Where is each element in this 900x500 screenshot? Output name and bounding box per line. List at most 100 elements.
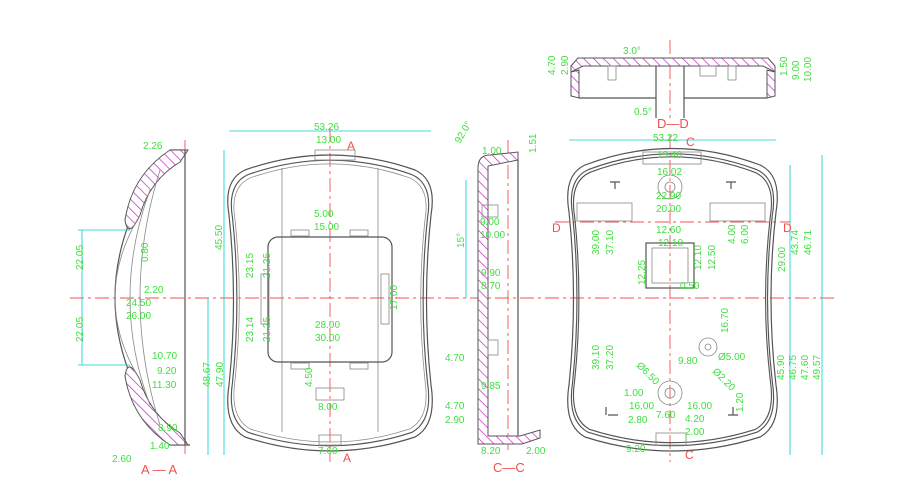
section-marker-d-right: D	[783, 221, 792, 235]
dim-label: 6.00	[740, 224, 751, 244]
dim-label: 9.00	[480, 217, 500, 228]
dim-label: 12.10	[693, 245, 704, 270]
dim-label: 3.0°	[623, 46, 641, 57]
dim-label: 10.00	[803, 57, 814, 82]
dim-label: 49.57	[812, 355, 823, 380]
section-view-c-c: 92.0° 1.00 1.51 15° 9.00 10.00 9.90 8.70…	[445, 120, 546, 475]
dim-label: 28.00	[315, 320, 340, 331]
dim-label: 9.00	[791, 60, 802, 80]
section-marker-c-bottom: C	[685, 448, 694, 462]
dim-label: 21.25	[262, 317, 273, 342]
view-title: D—D	[657, 116, 689, 131]
dim-label: 46.71	[803, 230, 814, 255]
dim-label: 37.20	[605, 345, 616, 370]
dim-label: 7.60	[656, 410, 676, 421]
dim-label: 2.90	[560, 55, 571, 75]
dim-label: 2.90	[445, 415, 465, 426]
section-marker-d-left: D	[552, 221, 561, 235]
dim-label: 13.00	[316, 135, 341, 146]
dim-label: 2.60	[112, 454, 132, 465]
dim-label: 22.90	[656, 191, 681, 202]
view-title: A — A	[141, 462, 177, 477]
dim-label: 39.00	[591, 230, 602, 255]
section-marker-a-bottom: A	[343, 451, 351, 465]
dim-label: 23.14	[245, 317, 256, 342]
dim-label: 12.50	[707, 245, 718, 270]
dim-label: 16.00	[629, 401, 654, 412]
dim-label: 15°	[456, 233, 467, 248]
dim-label: 5.00	[314, 209, 334, 220]
dim-label: 2.20	[144, 285, 164, 296]
view-title: C—C	[493, 460, 525, 475]
dim-label: 4.70	[547, 55, 558, 75]
dim-label: 53.26	[314, 122, 339, 133]
dim-label: 20.00	[656, 204, 681, 215]
dim-label: 1.51	[528, 133, 539, 153]
dim-label: 0.80	[140, 242, 151, 262]
dim-label: 16.00	[687, 401, 712, 412]
dim-label: 1.40	[150, 441, 170, 452]
dim-label: 2.80	[628, 415, 648, 426]
dim-label: 30.00	[315, 333, 340, 344]
dim-label: 8.20	[481, 446, 501, 457]
dim-label: 16.70	[720, 308, 731, 333]
dim-label: Ø2.20	[710, 366, 737, 393]
dim-label: 4.00	[727, 224, 738, 244]
front-view: 53.26 13.00 A 45.50 5.00 15.00 23.15 21.…	[202, 122, 433, 465]
dim-label: 47.60	[800, 355, 811, 380]
dim-label: 26.00	[126, 311, 151, 322]
dim-label: 48.67	[202, 362, 213, 387]
dim-label: 15.00	[314, 222, 339, 233]
dim-label: 10.00	[480, 230, 505, 241]
dim-label: 2.00	[685, 427, 705, 438]
dim-label: 9.20	[157, 366, 177, 377]
dim-label: 9.80	[678, 356, 698, 367]
dim-label: 8.90	[158, 423, 178, 434]
back-view: 53.22 C 13.40 16.02 22.90 20.00 D D 4.00…	[552, 133, 823, 462]
dim-label: 2.00	[526, 446, 546, 457]
section-view-d-d: 3.0° 4.70 2.90 1.50 9.00 10.00 0.5° D—D	[547, 46, 814, 131]
dim-label: 43.74	[790, 230, 801, 255]
dim-label: Ø6.50	[634, 360, 661, 387]
dim-label: 7.60	[318, 446, 338, 457]
dim-label: 12.25	[637, 260, 648, 285]
dim-label: 8.00	[318, 402, 338, 413]
dim-label: 16.02	[657, 167, 682, 178]
dim-label: 92.0°	[453, 120, 474, 146]
dim-label: 4.50	[304, 367, 315, 387]
dim-label: 1.00	[624, 388, 644, 399]
dim-label: 12.10	[658, 238, 683, 249]
dim-label: 53.22	[653, 133, 678, 144]
dim-label: 11.30	[152, 380, 177, 391]
dim-label: 46.75	[788, 355, 799, 380]
dim-label: 10.70	[152, 351, 177, 362]
dim-label: 37.10	[605, 230, 616, 255]
dim-label: Ø5.00	[718, 352, 746, 363]
dim-label: 22.05	[75, 245, 86, 270]
dim-label: 9.20	[626, 444, 646, 455]
section-marker-a-top: A	[347, 139, 355, 153]
dim-label: 12.60	[656, 225, 681, 236]
dim-label: 1.50	[779, 56, 790, 76]
dim-label: 47.90	[215, 362, 226, 387]
dim-label: 0.5°	[634, 107, 652, 118]
dim-label: 0.50	[680, 281, 700, 292]
dim-label: 24.50	[126, 298, 151, 309]
dim-label: 39.10	[591, 345, 602, 370]
dim-label: 4.70	[445, 401, 465, 412]
dim-label: 17.00	[389, 285, 400, 310]
dim-label: 23.15	[245, 253, 256, 278]
dim-label: 21.25	[262, 253, 273, 278]
section-view-a-a: 2.26 22.05 0.80 2.20 24.50 26.00 22.05 1…	[75, 141, 190, 477]
dim-label: 8.70	[481, 281, 501, 292]
dim-label: 1.20	[735, 392, 746, 412]
dim-label: 2.26	[143, 141, 163, 152]
dim-label: 29.00	[777, 247, 788, 272]
dim-label: 45.50	[214, 225, 225, 250]
dim-label: 4.70	[445, 353, 465, 364]
dim-label: 13.40	[657, 150, 682, 161]
dim-label: 1.00	[482, 146, 502, 157]
section-marker-c-top: C	[686, 135, 695, 149]
dim-label: 9.85	[481, 381, 501, 392]
